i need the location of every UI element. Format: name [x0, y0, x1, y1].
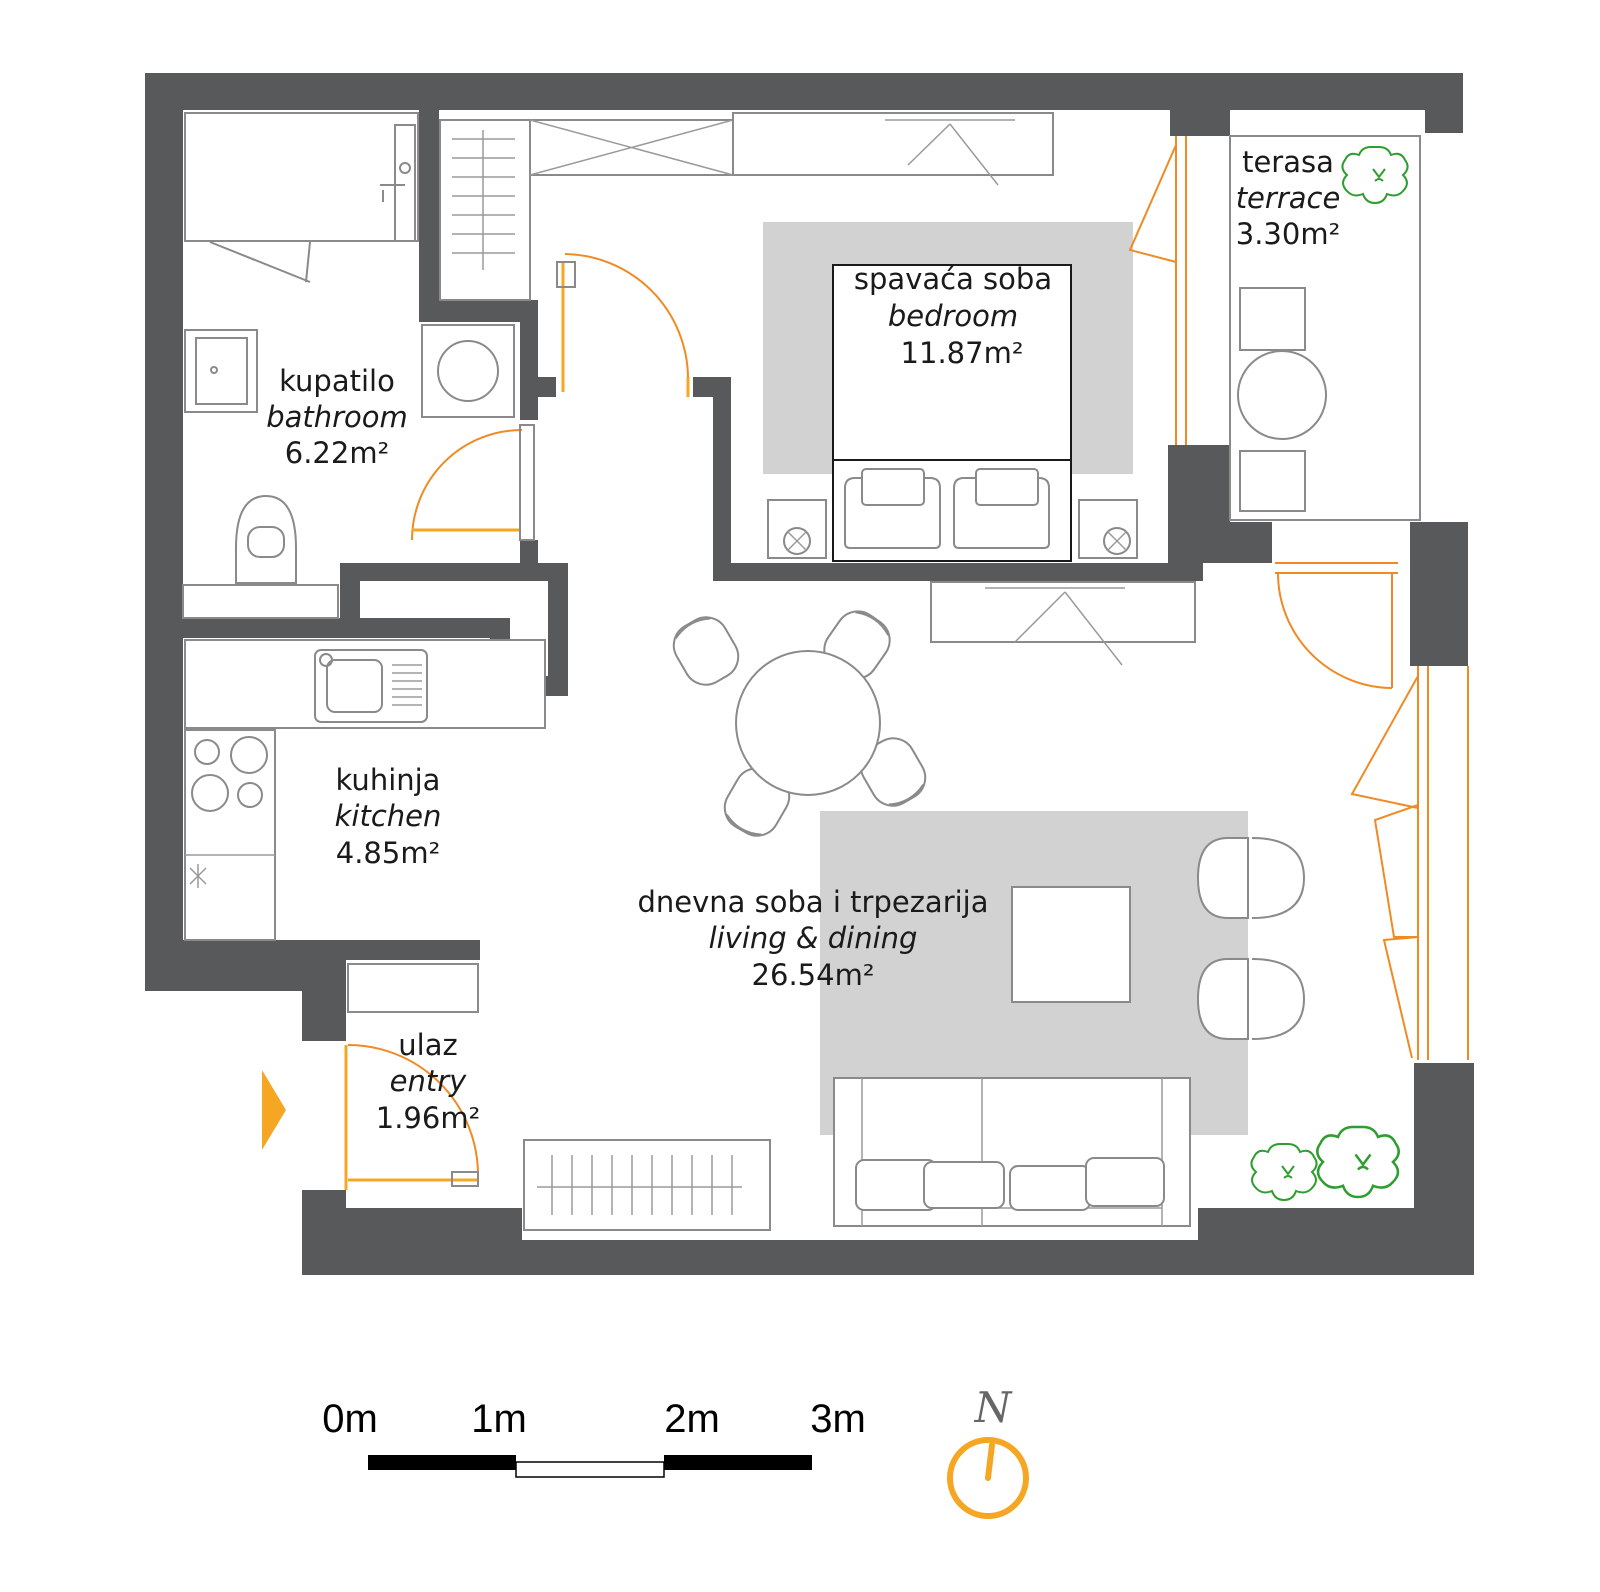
bathroom-label-local: kupatilo: [279, 364, 395, 398]
plant-icon: [1250, 146, 1409, 1202]
closet: [439, 112, 1054, 397]
north-compass-icon: N: [947, 1383, 1029, 1519]
room-labels: kupatilo bathroom 6.22m² spavaća soba be…: [266, 145, 1340, 1135]
entry-arrow-icon: [262, 1070, 286, 1150]
terrace-furniture: [1128, 135, 1421, 521]
kitchen-label-local: kuhinja: [336, 763, 441, 797]
scale-label-3: 3m: [810, 1397, 866, 1441]
bedroom-label-local: spavaća soba: [854, 262, 1052, 296]
living-label-local: dnevna soba i trpezarija: [637, 885, 988, 919]
bathroom-label-english: bathroom: [266, 400, 408, 434]
walls: [145, 73, 1474, 1275]
entry-fixtures: [344, 963, 771, 1231]
terrace-area: 3.30m²: [1236, 217, 1340, 251]
bedroom-area: 11.87m²: [901, 336, 1024, 370]
kitchen-area: 4.85m²: [336, 836, 440, 870]
entry-area: 1.96m²: [376, 1101, 480, 1135]
scale-label-1: 1m: [471, 1397, 527, 1441]
kitchen-fixtures: [184, 639, 546, 941]
scale-label-2: 2m: [664, 1397, 720, 1441]
kitchen-label-english: kitchen: [335, 799, 442, 833]
north-label: N: [974, 1383, 1013, 1432]
terrace-label-local: terasa: [1242, 145, 1334, 179]
bathroom-fixtures: [182, 112, 535, 619]
bedroom-label-english: bedroom: [888, 299, 1018, 333]
living-label-english: living & dining: [709, 921, 918, 955]
entry-label-local: ulaz: [398, 1028, 457, 1062]
scale-label-0: 0m: [322, 1397, 378, 1441]
bedroom-furniture: [767, 264, 1138, 562]
living-furniture: [672, 562, 1469, 1227]
scale-bar: 0m 1m 2m 3m: [322, 1397, 866, 1478]
living-area: 26.54m²: [752, 958, 875, 992]
entry-label-english: entry: [390, 1064, 468, 1098]
bathroom-area: 6.22m²: [285, 436, 389, 470]
terrace-label-english: terrace: [1236, 181, 1341, 215]
